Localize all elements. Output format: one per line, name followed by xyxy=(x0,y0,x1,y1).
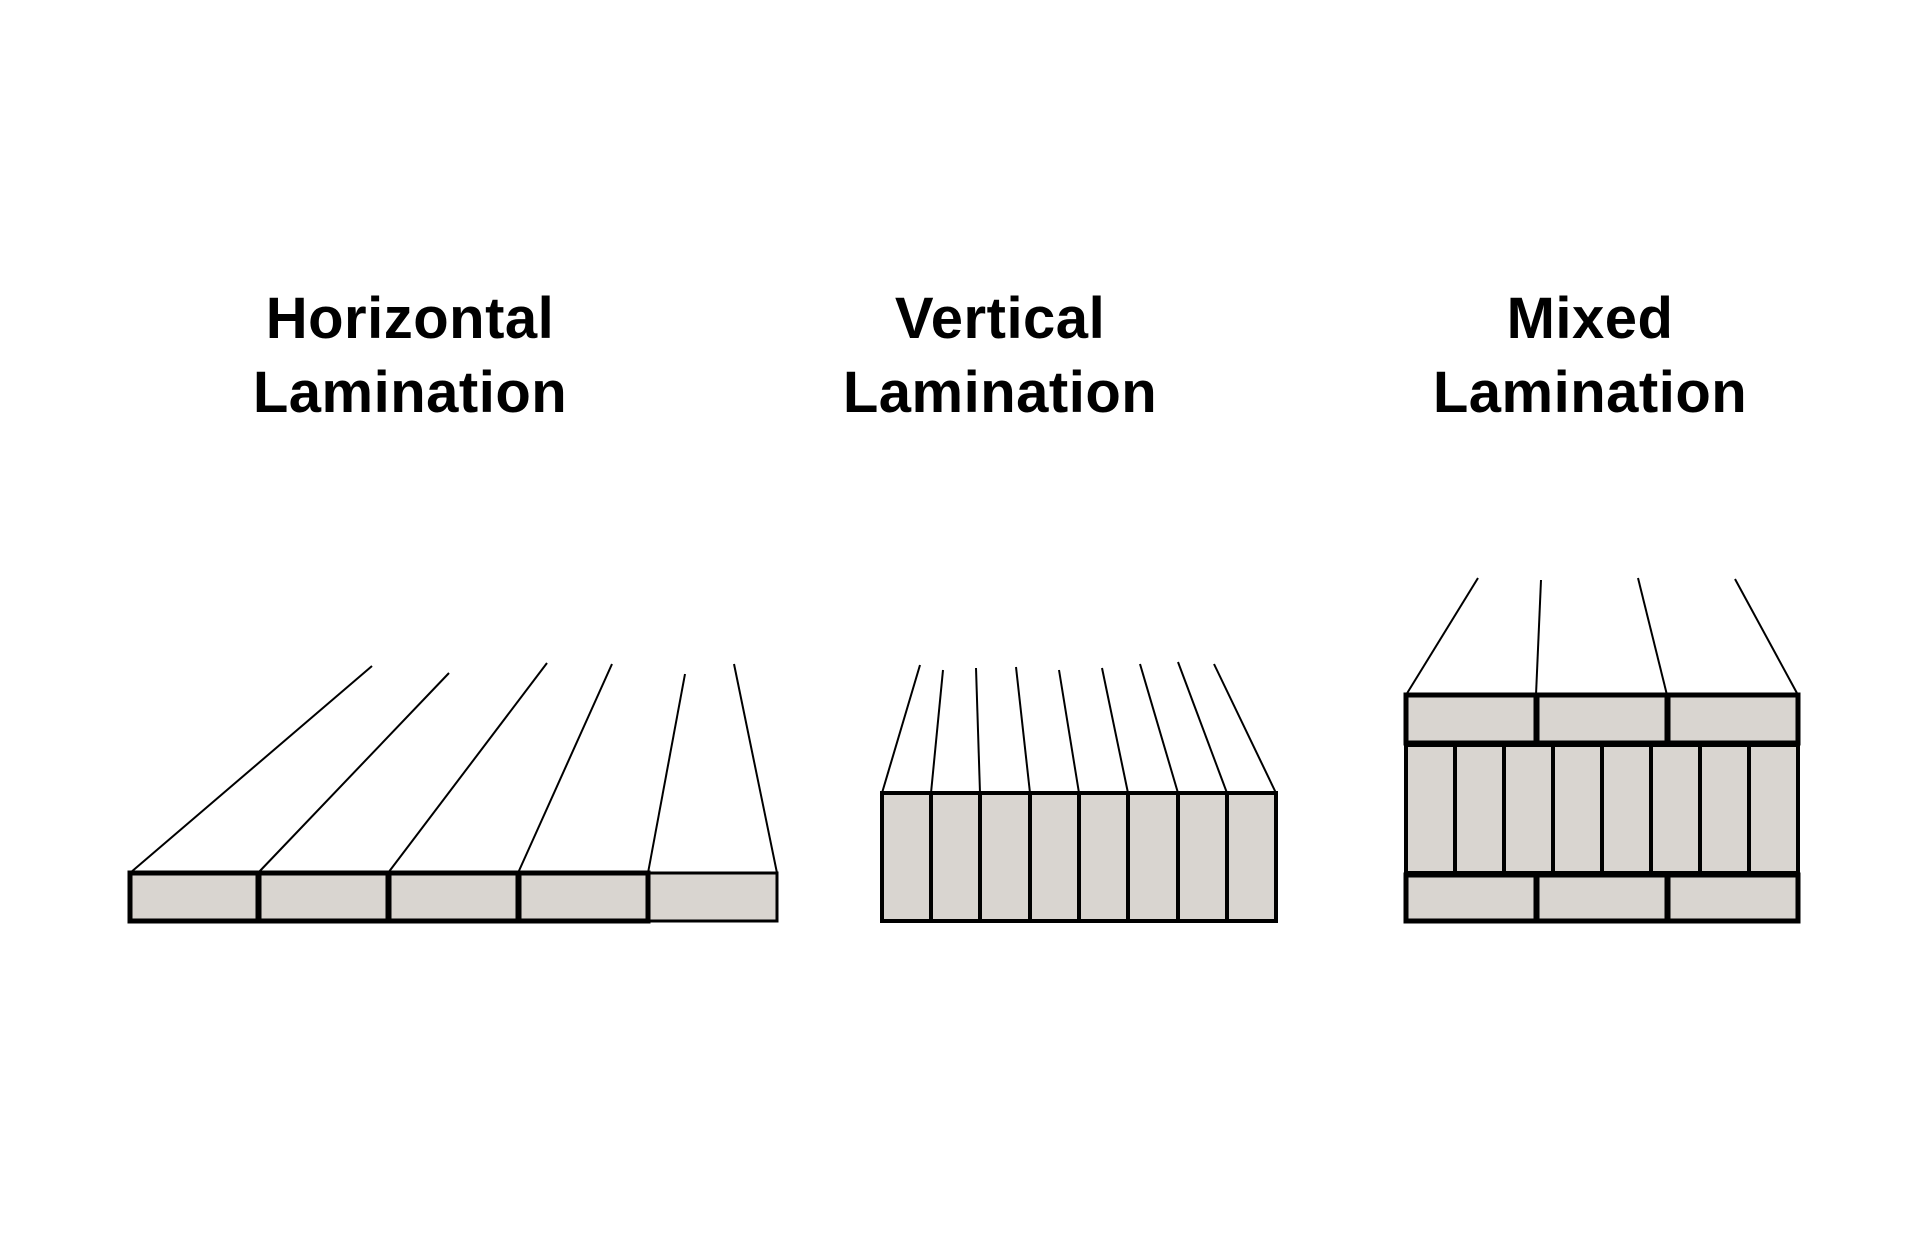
board xyxy=(1534,872,1670,924)
board xyxy=(386,870,521,924)
mixed-top-boards xyxy=(1403,692,1801,746)
mixed-bottom-boards xyxy=(1403,872,1801,924)
board xyxy=(1176,791,1229,923)
board xyxy=(1747,743,1800,875)
board xyxy=(1403,692,1539,746)
board xyxy=(1600,743,1653,875)
board xyxy=(880,791,933,923)
vertical-lamination-figure xyxy=(880,661,1278,923)
board xyxy=(1028,791,1081,923)
board xyxy=(1698,743,1751,875)
horizontal-title-line2: Lamination xyxy=(252,360,568,425)
vertical-boards xyxy=(880,791,1278,923)
mixed-title-line1: Mixed xyxy=(1506,286,1674,351)
board xyxy=(1665,692,1801,746)
board xyxy=(1534,692,1670,746)
board xyxy=(256,870,391,924)
board xyxy=(978,791,1032,923)
horizontal-lamination-figure xyxy=(127,662,779,924)
horizontal-lamination-title: Horizontal Lamination xyxy=(160,282,660,430)
board xyxy=(1225,791,1278,923)
board xyxy=(1403,872,1539,924)
mixed-perspective-lines xyxy=(1405,577,1799,696)
vertical-lamination-title: Vertical Lamination xyxy=(750,282,1250,430)
board xyxy=(1404,743,1457,875)
mixed-lamination-figure xyxy=(1403,577,1801,924)
board xyxy=(516,870,651,924)
board xyxy=(1502,743,1555,875)
mixed-lamination-title: Mixed Lamination xyxy=(1340,282,1840,430)
mixed-title-line2: Lamination xyxy=(1432,360,1748,425)
horizontal-boards xyxy=(127,870,779,924)
horizontal-perspective-lines xyxy=(129,662,778,874)
vertical-title-line2: Lamination xyxy=(842,360,1158,425)
board xyxy=(1649,743,1702,875)
vertical-title-line1: Vertical xyxy=(894,286,1106,351)
horizontal-title-line1: Horizontal xyxy=(265,286,555,351)
board xyxy=(127,870,261,924)
vertical-perspective-lines xyxy=(881,661,1277,794)
board xyxy=(1077,791,1130,923)
mixed-middle-boards xyxy=(1404,743,1800,875)
board xyxy=(1665,872,1801,924)
board xyxy=(1126,791,1180,923)
board xyxy=(1453,743,1506,875)
board xyxy=(1551,743,1604,875)
board xyxy=(929,791,982,923)
board xyxy=(647,871,779,923)
